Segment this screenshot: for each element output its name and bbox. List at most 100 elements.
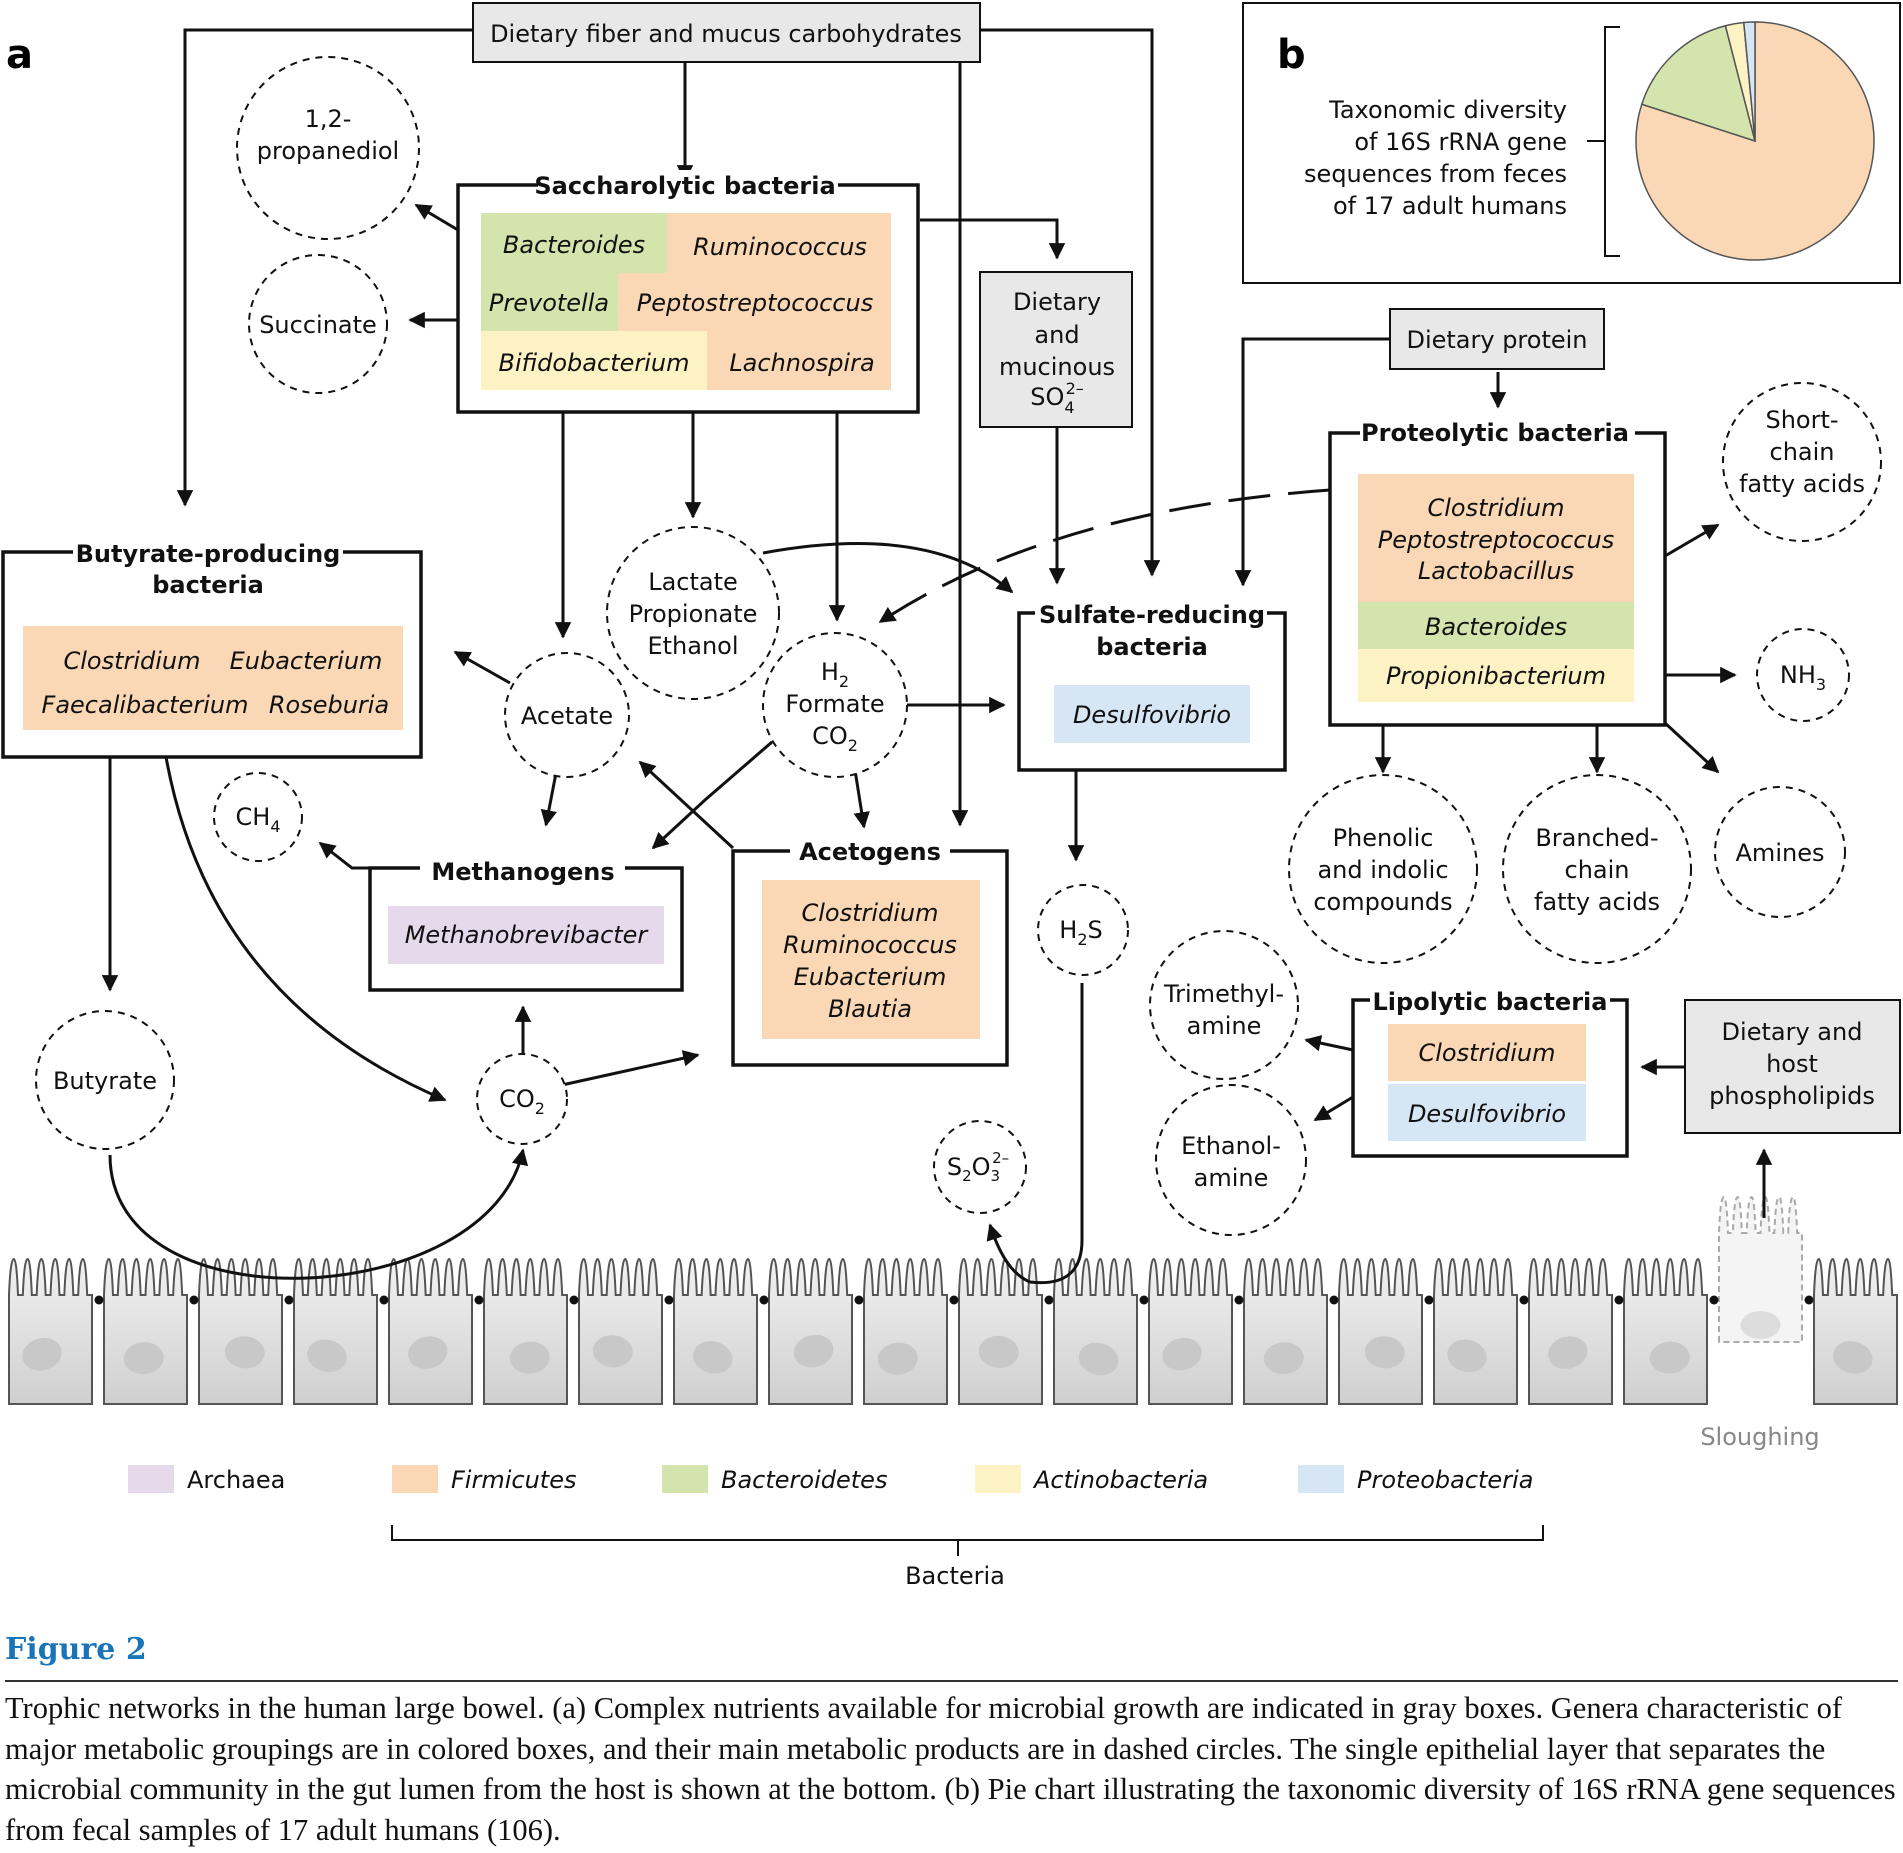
flow-arrows — [101, 28, 1773, 1285]
genus-bacteroides-p: Bacteroides — [1425, 613, 1567, 641]
co2-label-h: CO2 — [812, 722, 858, 755]
panel-b-text-4: of 17 adult humans — [1333, 192, 1567, 220]
group-saccharolytic: Saccharolytic bacteria Bacteroides Rumin… — [456, 170, 920, 414]
sulfate-line-3: mucinous — [999, 353, 1115, 381]
tight-junction — [1234, 1295, 1244, 1305]
nutrient-box-protein: Dietary protein — [1389, 308, 1605, 370]
epithelial-cell — [1148, 1257, 1233, 1405]
succinate-label: Succinate — [259, 311, 377, 339]
pie-slice-firmicutes — [1635, 21, 1875, 261]
nutrient-box-phospholipids: Dietary and host phospholipids — [1684, 999, 1901, 1134]
bacteria-bracket — [391, 1525, 1544, 1541]
fiber-label: Dietary fiber and mucus carbohydrates — [490, 20, 962, 48]
genus-desulfovibrio: Desulfovibrio — [1073, 701, 1231, 729]
product-succinate — [248, 254, 388, 394]
tight-junction — [1044, 1295, 1054, 1305]
genus-peptostreptococcus-p: Peptostreptococcus — [1378, 526, 1614, 554]
legend-label: Proteobacteria — [1357, 1466, 1533, 1494]
tight-junction — [1614, 1295, 1624, 1305]
group-sulfate-reducing: Sulfate-reducing bacteria Desulfovibrio — [1017, 596, 1287, 772]
product-amines — [1714, 786, 1846, 918]
tight-junction — [379, 1295, 389, 1305]
genus-methanobrevibacter: Methanobrevibacter — [405, 921, 650, 949]
butyrate-title-2: bacteria — [152, 571, 264, 599]
propanediol-line-2: propanediol — [257, 137, 399, 165]
genus-desulfovibrio-l: Desulfovibrio — [1408, 1100, 1566, 1128]
lipolytic-title: Lipolytic bacteria — [1373, 988, 1608, 1016]
phospholipids-line-1: Dietary and — [1722, 1018, 1863, 1046]
saccharolytic-title: Saccharolytic bacteria — [534, 172, 835, 200]
product-acetate — [504, 652, 630, 778]
arrow-to-co2 — [164, 756, 447, 1102]
lactate-line-3: Ethanol — [647, 632, 738, 660]
legend-swatch — [975, 1465, 1021, 1493]
figure-title: Figure 2 — [5, 1632, 147, 1667]
butyrate-title-1: Butyrate-producing — [76, 540, 341, 568]
genus-clostridium-l: Clostridium — [1418, 1039, 1555, 1067]
tight-junction — [284, 1295, 294, 1305]
tight-junction — [1329, 1295, 1339, 1305]
product-propanediol — [236, 56, 420, 240]
sloughing-label: Sloughing — [1700, 1423, 1819, 1451]
arrow-lactate-to-srb — [762, 542, 1014, 594]
genus-blautia: Blautia — [828, 995, 912, 1023]
epithelial-cell — [388, 1257, 473, 1405]
nutrient-box-sulfate: Dietary and mucinous SO42– — [979, 271, 1133, 428]
genus-faecalibacterium: Faecalibacterium — [42, 691, 249, 719]
genus-ruminococcus: Ruminococcus — [693, 233, 867, 261]
epithelial-cell — [8, 1257, 93, 1405]
scfa-line-3: fatty acids — [1739, 470, 1865, 498]
ethanolamine-line-1: Ethanol- — [1181, 1132, 1281, 1160]
group-lipolytic: Lipolytic bacteria Clostridium Desulfovi… — [1351, 982, 1629, 1158]
pie-chart — [1635, 21, 1875, 261]
genus-peptostreptococcus: Peptostreptococcus — [637, 289, 873, 317]
trimethylamine-line-1: Trimethyl- — [1163, 980, 1284, 1008]
acetate-label: Acetate — [521, 702, 613, 730]
genus-bifidobacterium: Bifidobacterium — [499, 349, 690, 377]
group-butyrate-producing: Butyrate-producing bacteria Clostridium … — [1, 535, 423, 759]
arrow-fiber-to-sulfate-reducers — [980, 28, 1161, 577]
arrow-to-scfa — [1664, 523, 1720, 558]
tight-junction — [94, 1295, 104, 1305]
product-branched — [1502, 774, 1692, 964]
genus-lactobacillus: Lactobacillus — [1418, 557, 1574, 585]
legend-swatch — [1298, 1465, 1344, 1493]
arrow-saccharolytic-to-sulfate — [920, 218, 1066, 260]
arrow-h2-to-methanogens — [651, 740, 773, 850]
protein-label: Dietary protein — [1406, 326, 1587, 354]
epithelial-cell — [578, 1257, 663, 1405]
tight-junction — [1519, 1295, 1529, 1305]
arrow-to-amines — [1663, 721, 1720, 774]
product-h2-formate-co2 — [762, 632, 908, 778]
legend-swatch — [662, 1465, 708, 1493]
branched-line-2: chain — [1565, 856, 1630, 884]
legend-swatch — [128, 1465, 174, 1493]
phenolic-line-3: compounds — [1313, 888, 1452, 916]
panel-b-text-2: of 16S rRNA gene — [1354, 128, 1567, 156]
ethanolamine-line-2: amine — [1194, 1164, 1269, 1192]
product-ethanolamine — [1155, 1084, 1307, 1236]
epithelial-cell — [673, 1257, 758, 1405]
product-ch4 — [213, 772, 303, 862]
genus-propionibacterium: Propionibacterium — [1386, 662, 1606, 690]
epithelial-cell — [1813, 1257, 1898, 1405]
h2s-label: H2S — [1059, 916, 1102, 949]
epithelial-cell — [1338, 1257, 1423, 1405]
arrow-acetogens-to-acetate — [638, 760, 735, 850]
panel-b: b Taxonomic diversity of 16S rRNA gene s… — [1242, 2, 1901, 284]
genus-lachnospira: Lachnospira — [729, 349, 874, 377]
product-trimethylamine — [1149, 930, 1299, 1080]
sulfate-line-2: and — [1034, 321, 1079, 349]
scfa-line-2: chain — [1770, 438, 1835, 466]
genus-prevotella: Prevotella — [489, 289, 609, 317]
arrow-proteolytic-to-h2 — [878, 488, 1331, 624]
product-nh3 — [1756, 628, 1850, 722]
epithelial-layer — [8, 1195, 1898, 1405]
epithelial-cell — [958, 1257, 1043, 1405]
legend-label: Archaea — [187, 1466, 285, 1494]
epithelial-cell — [293, 1257, 378, 1405]
product-h2s — [1037, 884, 1129, 976]
epithelial-cell — [483, 1257, 568, 1405]
